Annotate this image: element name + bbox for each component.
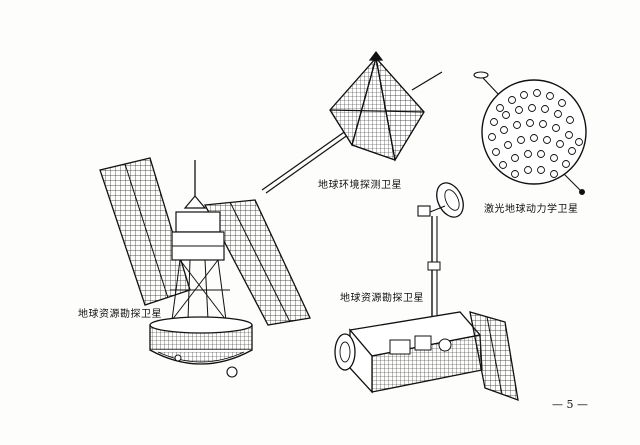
- earth-resources-satellite-right-drawing: [334, 182, 519, 401]
- caption-earth-resources-satellite-right: 地球资源勘探卫星: [340, 293, 424, 304]
- laser-geodynamics-satellite-drawing: [473, 71, 587, 195]
- caption-laser-geodynamics-satellite: 激光地球动力学卫星: [484, 204, 579, 215]
- caption-earth-environment-satellite: 地球环境探测卫星: [318, 180, 402, 191]
- page-number: — 5 —: [552, 398, 588, 411]
- caption-earth-resources-satellite-left: 地球资源勘探卫星: [78, 309, 162, 320]
- earth-resources-satellite-left-drawing: [99, 157, 311, 378]
- earth-environment-satellite-drawing: [261, 51, 443, 194]
